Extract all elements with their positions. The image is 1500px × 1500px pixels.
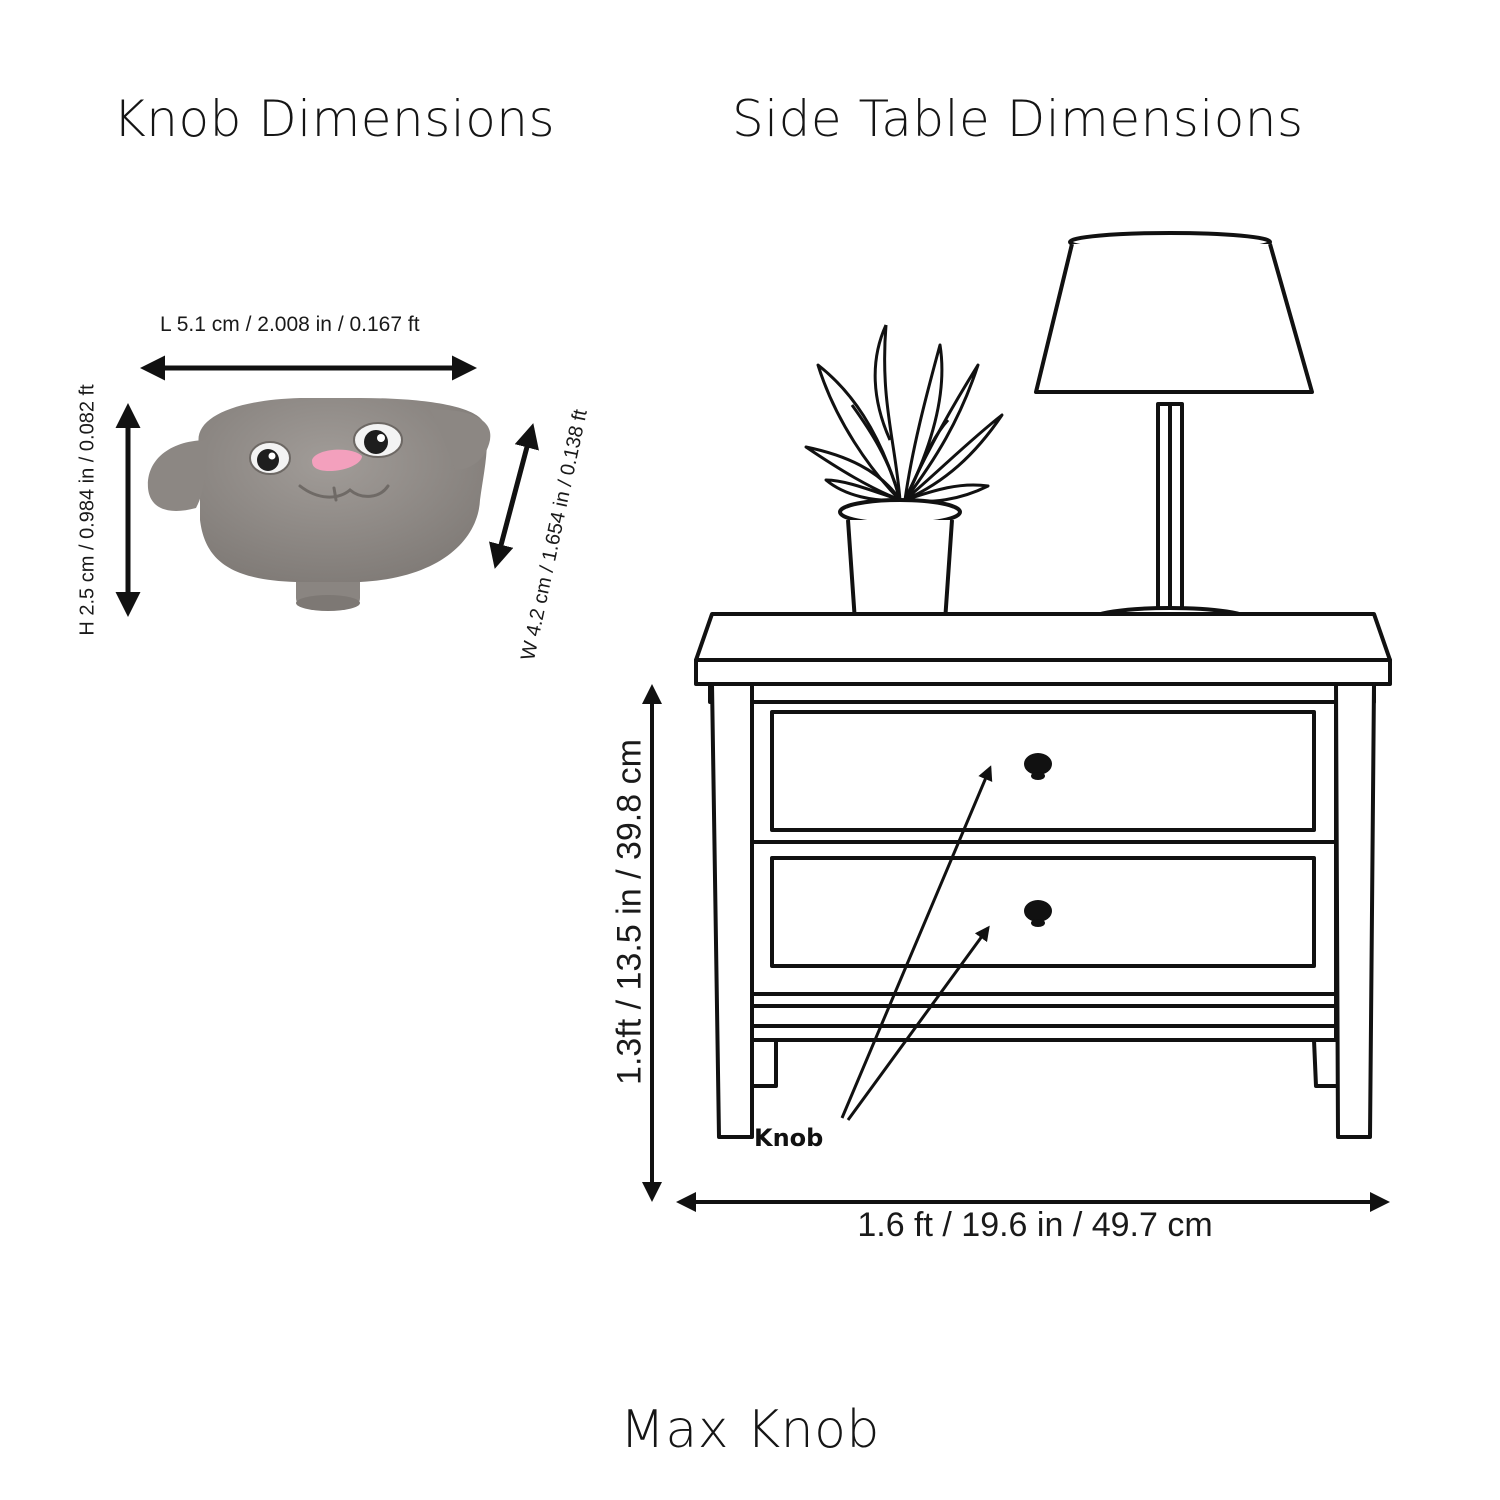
knob-width-arrow xyxy=(489,423,539,569)
product-title: Max Knob xyxy=(620,1400,880,1460)
knob-length-label: L 5.1 cm / 2.008 in / 0.167 ft xyxy=(160,313,420,336)
drawer-knob-top xyxy=(1024,753,1052,780)
drawer-knob-bottom xyxy=(1024,900,1052,927)
potted-plant-illustration xyxy=(804,324,1004,638)
side-table-dimensions-heading: Side Table Dimensions xyxy=(732,90,1304,148)
callout-arrow-bottom xyxy=(846,925,990,1121)
knob-dimensions-heading: Knob Dimensions xyxy=(113,90,556,148)
knob-height-label: H 2.5 cm / 0.984 in / 0.082 ft xyxy=(76,384,99,636)
table-width-label: 1.6 ft / 19.6 in / 49.7 cm xyxy=(857,1206,1213,1244)
lamp-illustration xyxy=(1034,231,1314,642)
side-table-illustration xyxy=(694,231,1392,1139)
callout-arrow-top xyxy=(840,765,993,1119)
knob-callout-label: Knob xyxy=(754,1124,824,1152)
table-height-label: 1.3ft / 13.5 in / 39.8 cm xyxy=(610,739,649,1085)
knob-dog-face-image xyxy=(147,398,491,611)
